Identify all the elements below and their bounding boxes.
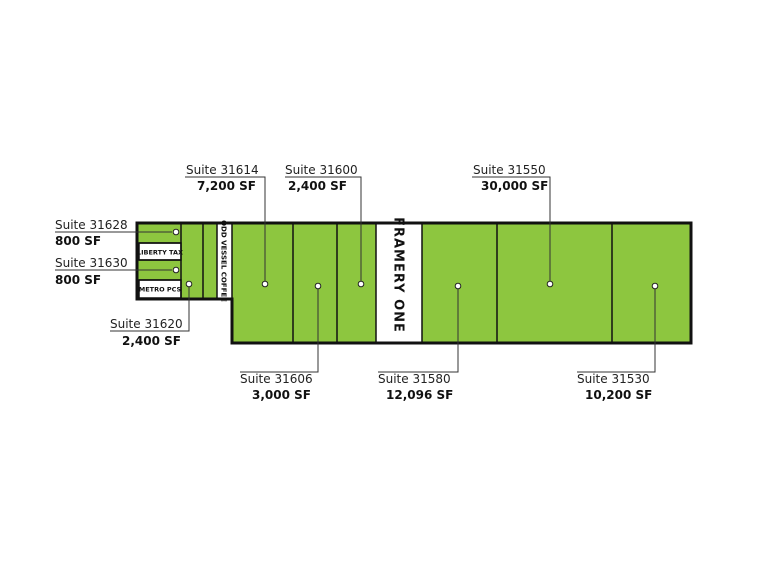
suite-31530-size: 10,200 SF [585, 388, 652, 402]
framery-one-label: FRAMERY ONE [391, 217, 406, 333]
suite-31630-name: Suite 31630 [55, 256, 128, 270]
marker-31614 [261, 280, 269, 288]
suite-31628-name: Suite 31628 [55, 218, 128, 232]
building-outline [135, 221, 693, 345]
leader-lines [55, 176, 656, 373]
suite-31550-size: 30,000 SF [481, 179, 548, 193]
marker-31600 [357, 280, 365, 288]
suite-31580-name: Suite 31580 [378, 372, 451, 386]
suite-markers [172, 228, 659, 290]
liberty-tax-label: LIBERTY TAX [137, 249, 183, 257]
suite-31580-size: 12,096 SF [386, 388, 453, 402]
marker-31550 [546, 280, 554, 288]
marker-31580 [454, 282, 462, 290]
metro-pcs-label: METRO PCS [139, 286, 182, 294]
suite-31550-name: Suite 31550 [473, 163, 546, 177]
suite-31620-size: 2,400 SF [122, 334, 181, 348]
marker-31630 [172, 266, 180, 274]
suite-31630-size: 800 SF [55, 273, 101, 287]
main-building [232, 223, 691, 343]
marker-31620 [185, 280, 193, 288]
suite-31606-size: 3,000 SF [252, 388, 311, 402]
marker-31530 [651, 282, 659, 290]
suite-31600-size: 2,400 SF [288, 179, 347, 193]
suite-31628-size: 800 SF [55, 234, 101, 248]
suite-31606-name: Suite 31606 [240, 372, 313, 386]
suite-31614-name: Suite 31614 [186, 163, 259, 177]
framery-one-unit [376, 224, 422, 342]
suite-31620-name: Suite 31620 [110, 317, 183, 331]
odd-vessel-coffee-label: ODD VESSEL COFFEE [220, 220, 228, 302]
suite-31600-name: Suite 31600 [285, 163, 358, 177]
odd-vessel-unit [217, 224, 232, 298]
marker-31628 [172, 228, 180, 236]
suite-31530-name: Suite 31530 [577, 372, 650, 386]
suite-31614-size: 7,200 SF [197, 179, 256, 193]
marker-31606 [314, 282, 322, 290]
building [135, 221, 693, 345]
